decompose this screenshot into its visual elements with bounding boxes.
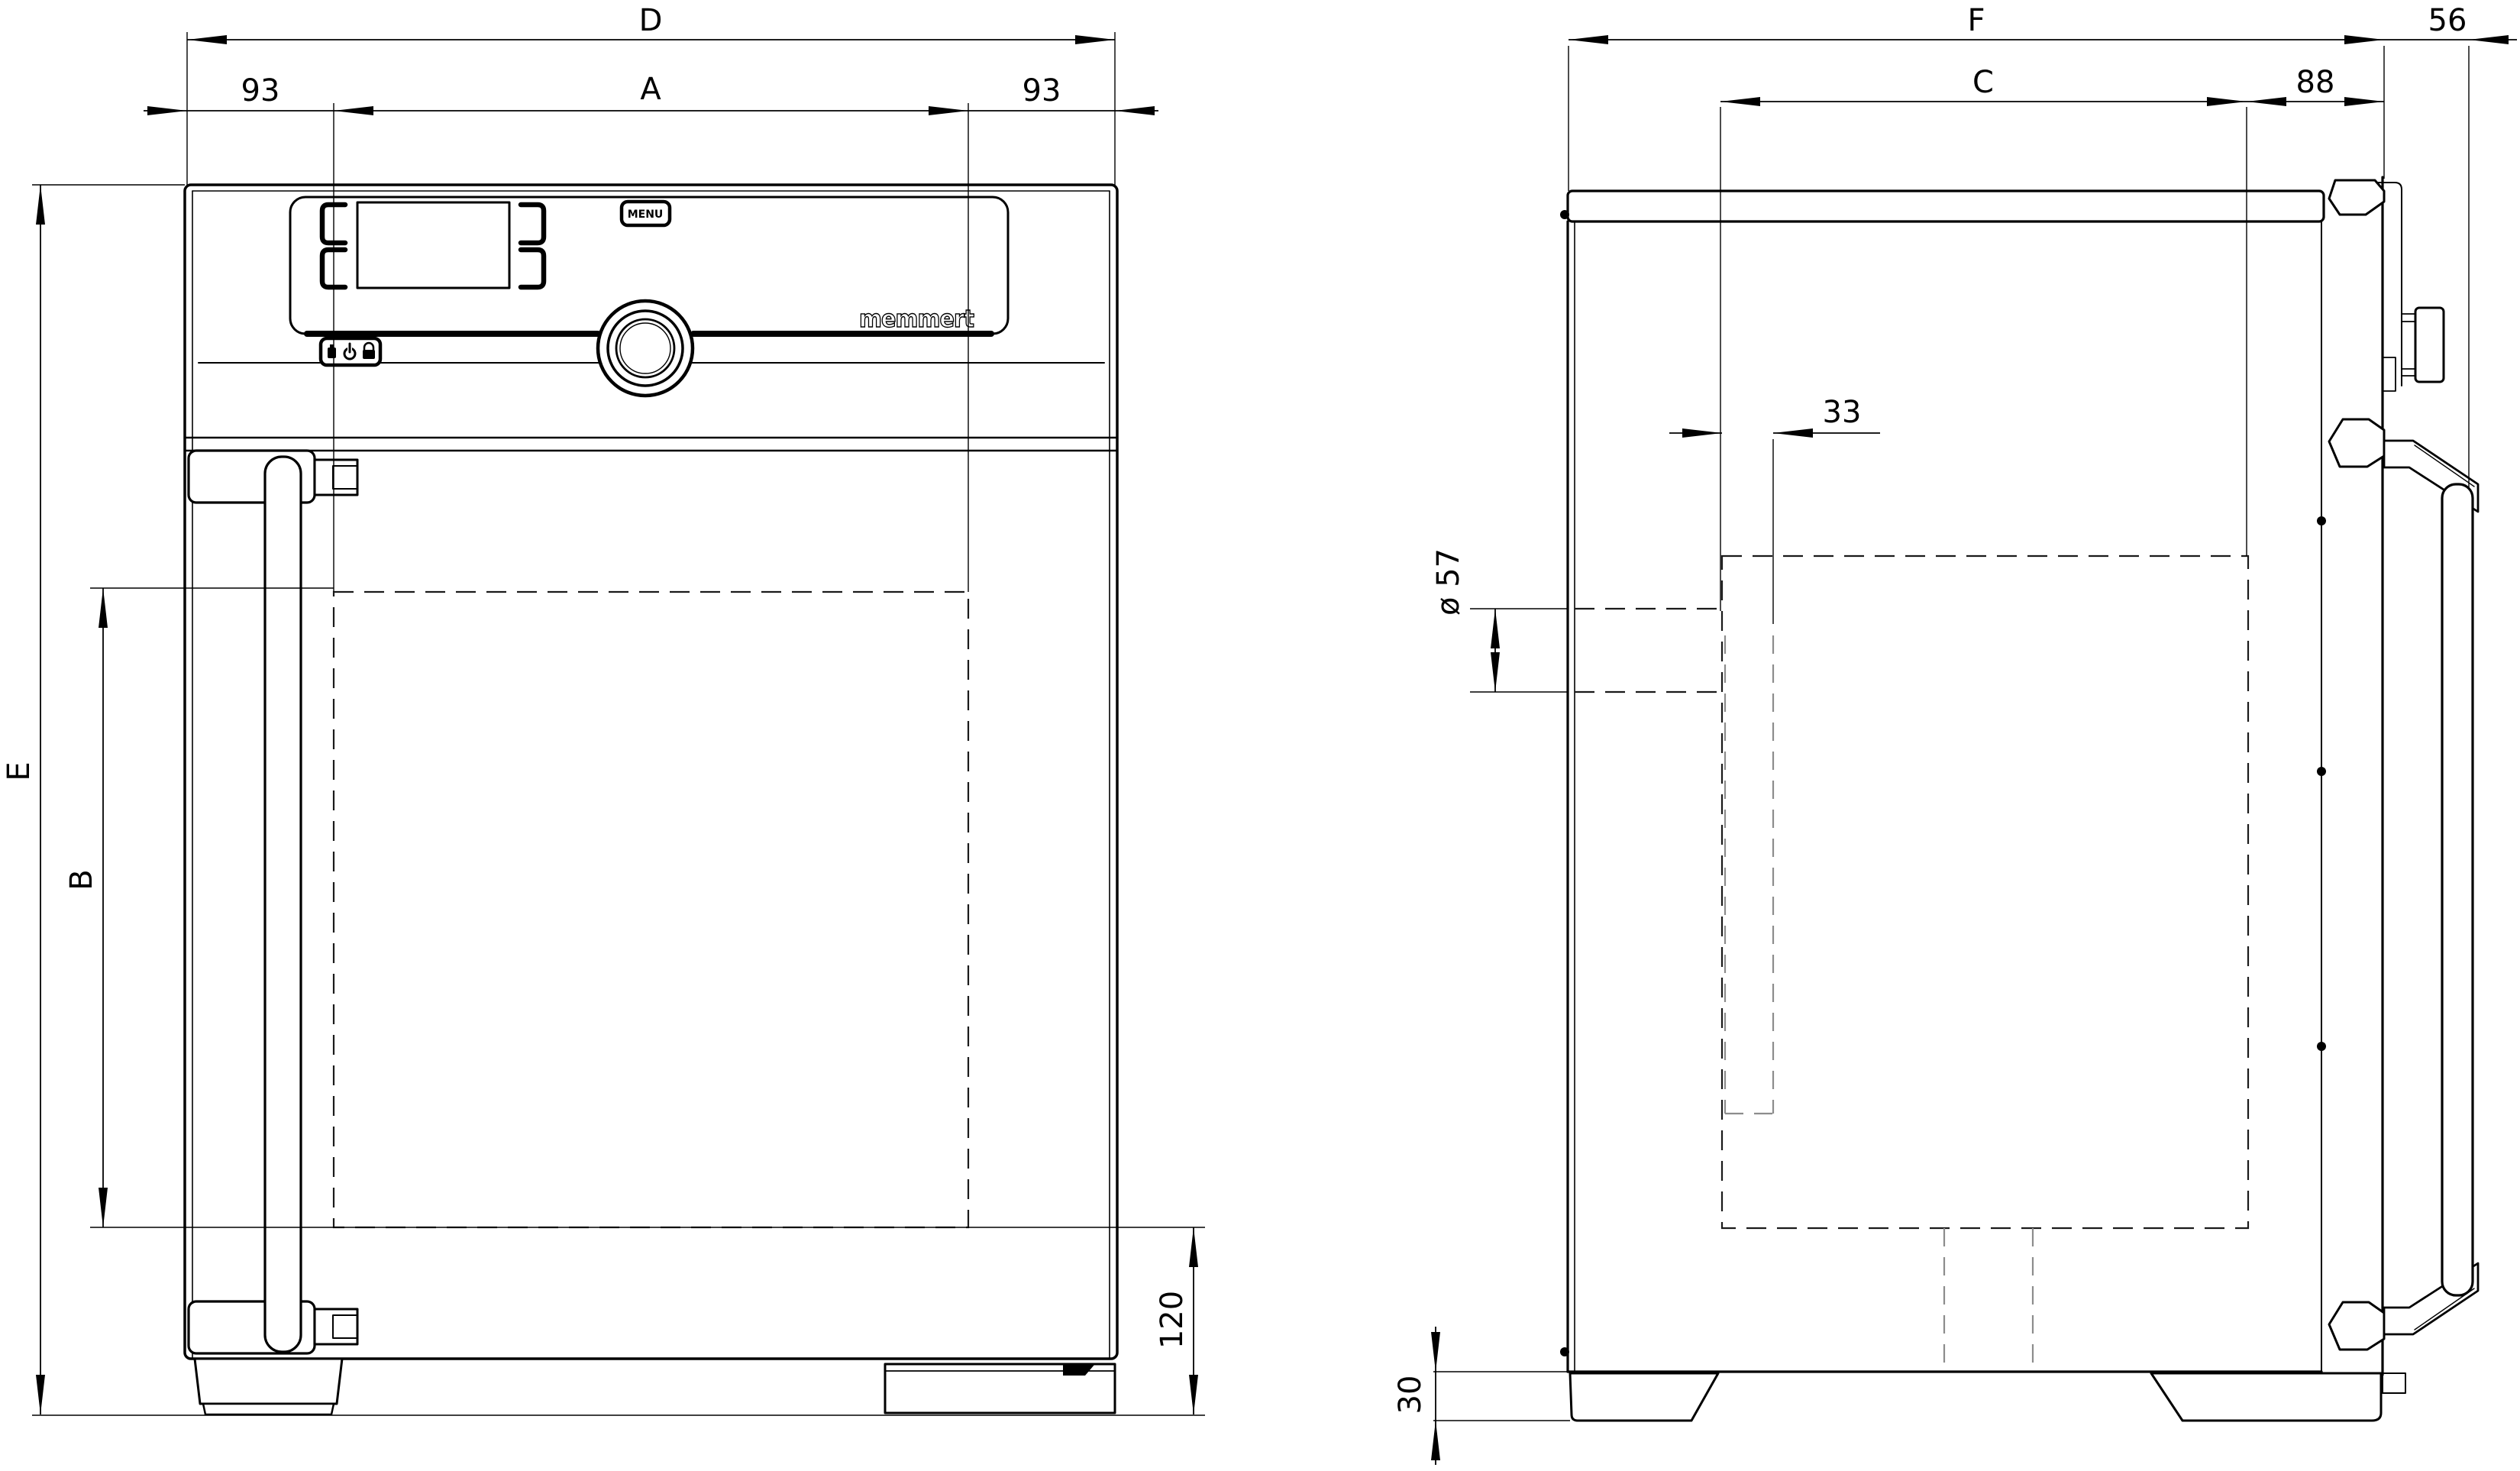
door-handle[interactable] [187, 449, 359, 1355]
front-left-foot-pad [202, 1402, 335, 1416]
rotary-knob[interactable] [596, 299, 695, 398]
handle-mount-top-hex [2328, 418, 2386, 468]
front-extension-lines [32, 32, 1205, 1416]
side-view [1560, 176, 2480, 1422]
door-latch-knob [2401, 306, 2445, 383]
side-handle-bar [2441, 483, 2474, 1297]
front-cabinet-outline [183, 183, 1119, 1360]
front-left-foot [193, 1357, 344, 1405]
side-door [2320, 176, 2445, 1394]
dim-label-overall-depth: F [1967, 3, 1985, 38]
dim-label-interior-width: A [640, 72, 661, 107]
side-front-foot [2150, 1372, 2383, 1422]
handle-mount-bottom-hex [2328, 1301, 2386, 1351]
door-top-hinge-cap [2328, 179, 2386, 216]
front-view: MENU memmert [183, 183, 1119, 1416]
dim-label-right-offset: 93 [1023, 73, 1061, 108]
menu-button[interactable]: MENU [619, 199, 672, 228]
display-soft-keys [319, 202, 547, 290]
display-screen [356, 201, 511, 289]
front-right-base-detail [1063, 1365, 1094, 1376]
dimension-annotations: D 93 A 93 E B 120 [2, 3, 2517, 1465]
handle-bottom-catch [313, 1308, 359, 1346]
side-feet [1569, 1372, 2383, 1422]
door-skin-profile [2334, 182, 2402, 386]
front-cabinet-inner-edges [192, 190, 1110, 1359]
side-rear-foot [1569, 1372, 1720, 1422]
dim-label-base-height: 120 [1155, 1291, 1190, 1349]
dim-label-interior-depth: C [1972, 65, 1994, 100]
menu-button-label: MENU [628, 209, 664, 221]
rear-port-hidden [1575, 607, 1722, 693]
brand-logo: memmert [859, 306, 974, 333]
handle-top-catch [313, 458, 359, 496]
dim-label-port-diameter: ø 57 [1431, 548, 1466, 616]
dim-label-left-offset: 93 [241, 73, 280, 108]
dim-label-handle-offset: 56 [2428, 3, 2467, 38]
handle-bar [263, 455, 302, 1353]
dim-label-duct-width: 33 [1823, 395, 1862, 430]
soft-key-right-upper[interactable] [518, 202, 547, 246]
soft-key-left-lower[interactable] [319, 247, 348, 290]
side-dimension-lines [1431, 34, 2517, 1465]
side-body [1566, 220, 2323, 1374]
handle-bottom-catch-detail [332, 1314, 358, 1339]
handle-top-catch-detail [332, 465, 358, 490]
soft-key-left-upper[interactable] [319, 202, 348, 246]
alarm-icon [363, 341, 375, 359]
soft-key-right-lower[interactable] [518, 247, 547, 290]
front-feet [193, 1357, 1116, 1416]
door-bottom-step [2382, 1372, 2406, 1394]
front-interior-chamber-outline [332, 590, 970, 1229]
dim-label-overall-width: D [639, 3, 663, 38]
front-dimension-lines [36, 34, 1198, 1414]
side-extension-lines [1433, 46, 2470, 1421]
door-latch-step [2382, 357, 2396, 392]
control-panel-bottom-edge [198, 331, 1105, 364]
dim-label-rear-offset: 88 [2296, 65, 2335, 100]
door-top-seam [183, 436, 1119, 452]
dim-label-interior-height: B [64, 869, 99, 890]
bottom-vent-hidden [1943, 1228, 2034, 1372]
side-interior-chamber-outline [1720, 554, 2250, 1230]
power-icon [343, 342, 357, 360]
rivet-dots [1560, 210, 2326, 1356]
rear-duct-hidden [1724, 635, 1775, 1115]
status-icon-plate [318, 336, 383, 367]
dim-label-overall-height: E [2, 761, 37, 781]
side-roof-panel [1566, 189, 2325, 223]
dim-label-foot-height: 30 [1393, 1376, 1428, 1414]
side-door-handle[interactable] [2328, 418, 2480, 1351]
